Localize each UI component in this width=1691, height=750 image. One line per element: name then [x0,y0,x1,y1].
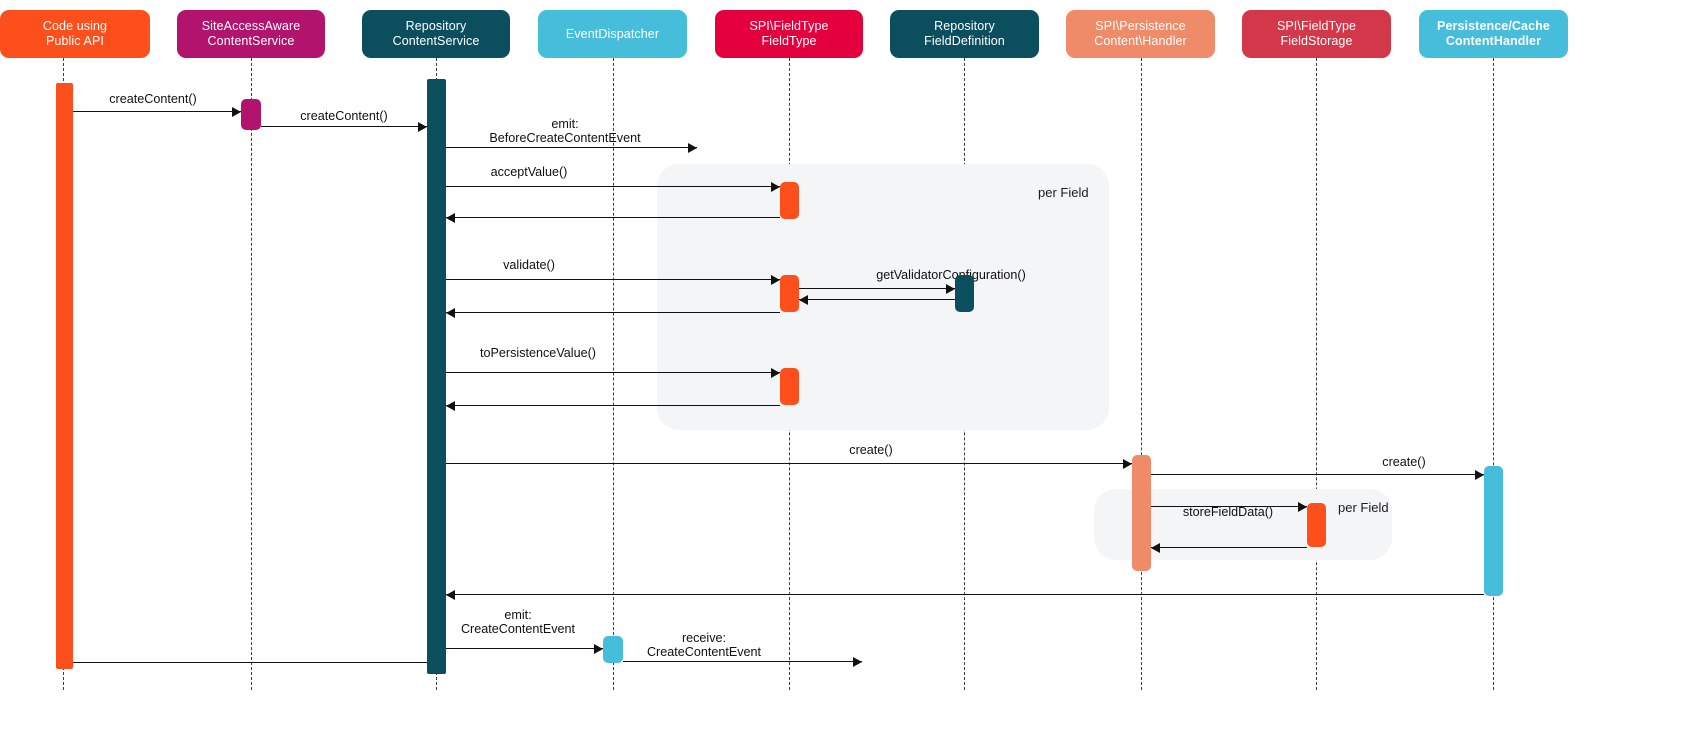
arrow-head-m5 [446,212,455,223]
message-line-m8 [799,299,955,300]
message-label-m2: createContent() [300,109,388,123]
message-line-m19 [63,662,427,663]
arrow-head-m15 [1151,542,1160,553]
arrow-head-m16 [446,589,455,600]
activation-bar-act-siteaccessaware [241,99,261,130]
participant-spi-fieldtype[interactable]: SPI\FieldType FieldType [715,10,863,58]
activation-bar-act-fieldtype-3 [780,368,799,405]
message-label-m10: toPersistenceValue() [480,346,596,360]
arrow-head-m8 [799,294,808,305]
arrow-head-m6 [771,274,780,285]
message-line-m9 [446,312,780,313]
arrow-head-m3 [688,142,697,153]
lifeline-spi-persistence [1141,58,1142,690]
arrow-head-m1 [232,106,241,117]
message-line-m6 [446,279,780,280]
arrow-head-m13 [1475,469,1484,480]
activation-bar-act-fieldstorage [1307,503,1326,547]
fragment-label-per-field-upper: per Field [1038,185,1089,200]
message-line-m1 [63,111,241,112]
participant-event-dispatcher[interactable]: EventDispatcher [538,10,687,58]
message-line-m12 [446,463,1132,464]
activation-bar-act-persistence [1132,455,1151,571]
message-line-m16 [446,594,1484,595]
participant-public-api[interactable]: Code using Public API [0,10,150,58]
message-label-m18: receive: CreateContentEvent [646,631,762,659]
activation-bar-act-fieldtype-1 [780,182,799,219]
fragment-per-field-upper [657,164,1109,430]
message-label-m7: getValidatorConfiguration() [876,268,1026,282]
arrow-head-m11 [446,400,455,411]
arrow-head-m7 [946,283,955,294]
message-label-m1: createContent() [109,92,197,106]
arrow-head-m14 [1298,501,1307,512]
lifeline-event-dispatcher [613,58,614,690]
lifeline-spi-fieldstorage [1316,58,1317,690]
message-label-m6: validate() [503,258,555,272]
message-label-m17: emit: CreateContentEvent [460,608,576,636]
message-label-m4: acceptValue() [490,165,568,179]
message-line-m15 [1151,547,1307,548]
arrow-head-m4 [771,181,780,192]
activation-bar-act-repo-content [427,79,446,674]
message-line-m7 [799,288,955,289]
arrow-head-m10 [771,367,780,378]
message-line-m13 [1151,474,1484,475]
activation-bar-act-fieldtype-2 [780,275,799,312]
participant-spi-persistence[interactable]: SPI\Persistence Content\Handler [1066,10,1215,58]
activation-bar-act-cache [1484,466,1503,596]
arrow-head-m12 [1123,458,1132,469]
message-line-m11 [446,405,780,406]
activation-bar-act-fielddef-1 [955,275,974,312]
message-line-m17 [446,648,603,649]
message-line-m18 [623,661,862,662]
message-line-m3 [446,147,697,148]
message-line-m5 [446,217,780,218]
message-label-m13: create() [1382,455,1426,469]
participant-spi-fieldstorage[interactable]: SPI\FieldType FieldStorage [1242,10,1391,58]
activation-bar-act-dispatcher [603,636,623,663]
participant-repo-content[interactable]: Repository ContentService [362,10,510,58]
message-line-m10 [446,372,780,373]
message-line-m4 [446,186,780,187]
participant-repo-fielddef[interactable]: Repository FieldDefinition [890,10,1039,58]
participant-persistence-cache[interactable]: Persistence/Cache ContentHandler [1419,10,1568,58]
lifeline-persistence-cache [1493,58,1494,690]
message-label-m14: storeFieldData() [1182,505,1274,519]
fragment-label-per-field-lower: per Field [1338,500,1389,515]
message-line-m2 [261,126,427,127]
arrow-head-m18 [853,656,862,667]
lifeline-siteaccessaware [251,58,252,690]
arrow-head-m2 [418,121,427,132]
arrow-head-m9 [446,307,455,318]
message-label-m3: emit: BeforeCreateContentEvent [489,117,641,145]
message-line-m14 [1151,506,1307,507]
message-label-m12: create() [849,443,893,457]
activation-bar-act-public-api [56,83,73,669]
participant-siteaccessaware[interactable]: SiteAccessAware ContentService [177,10,325,58]
arrow-head-m17 [594,643,603,654]
